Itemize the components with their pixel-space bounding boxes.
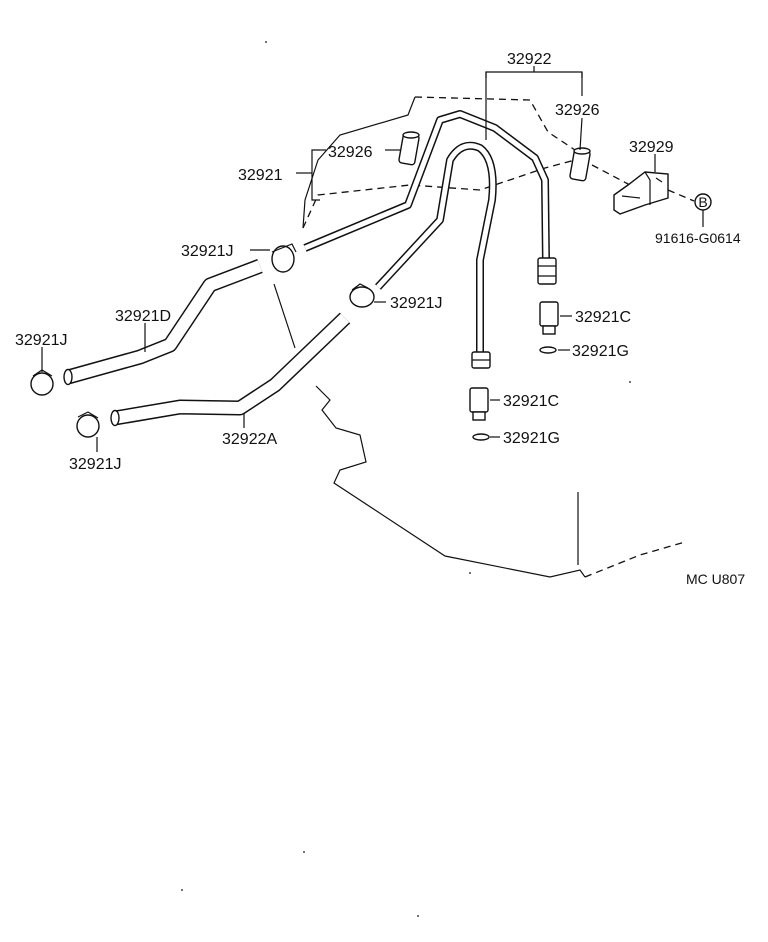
scan-specks (181, 41, 631, 917)
pipe-end-nut-left (471, 351, 491, 369)
label-32922: 32922 (507, 51, 552, 68)
label-bolt-ref: 91616-G0614 (655, 230, 741, 246)
label-32922A: 32922A (222, 431, 277, 448)
label-32921G-upper: 32921G (572, 343, 629, 360)
label-32926-left: 32926 (328, 144, 373, 161)
label-32921C-lower: 32921C (503, 393, 559, 410)
label-32921G-lower: 32921G (503, 430, 560, 447)
bolt-symbol-letter: B (698, 194, 707, 210)
label-diagram-code: MC U807 (686, 571, 745, 587)
label-32921J-top: 32921J (181, 243, 234, 260)
hose-clamp-left (30, 369, 54, 396)
floor-outline (273, 283, 686, 578)
label-32921D: 32921D (115, 308, 171, 325)
tube-bracket (613, 171, 669, 215)
hose-clamp-bottom (76, 411, 100, 438)
hose-32921D (63, 258, 263, 386)
bolt-symbol: B (694, 193, 712, 211)
label-32921C-upper: 32921C (575, 309, 631, 326)
hose-clamp-mid (349, 283, 375, 308)
hose-clamp-top (271, 243, 297, 273)
gasket-upper (539, 346, 557, 354)
pipe-end-nut-right (537, 257, 557, 285)
leader-lines (41, 66, 704, 452)
label-32921: 32921 (238, 167, 283, 184)
gasket-lower (472, 433, 490, 441)
hose-32922A (110, 312, 351, 427)
bracket-bolt-leader (667, 189, 695, 202)
grommet-left (398, 131, 420, 166)
fuel-tube-assembly (303, 110, 550, 356)
label-32929: 32929 (629, 139, 674, 156)
label-32921J-mid: 32921J (390, 295, 443, 312)
connector-lower (469, 387, 489, 421)
grommet-right (569, 147, 591, 182)
label-32926-right: 32926 (555, 102, 600, 119)
label-32921J-bottom: 32921J (69, 456, 122, 473)
connector-upper (539, 301, 559, 335)
label-32921J-left: 32921J (15, 332, 68, 349)
